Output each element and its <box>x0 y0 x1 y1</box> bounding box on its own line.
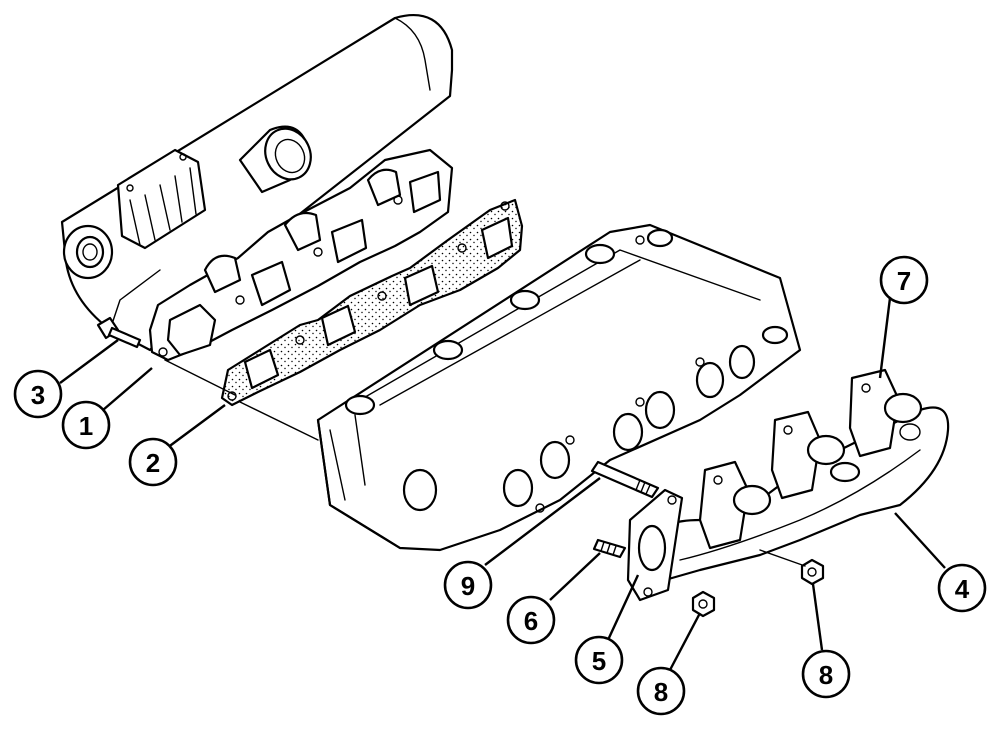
callout-6: 6 <box>506 595 556 645</box>
callout-5-label: 5 <box>592 646 606 676</box>
callout-8a-label: 8 <box>654 677 668 707</box>
callout-1-label: 1 <box>79 411 93 441</box>
callout-9-label: 9 <box>461 571 475 601</box>
callout-4-label: 4 <box>955 574 970 604</box>
nut-8-right <box>800 558 825 586</box>
manifold-flange <box>148 148 454 362</box>
callout-3: 3 <box>13 369 63 419</box>
alignment-lines <box>164 359 806 567</box>
nut-8-left <box>691 590 716 618</box>
intake-manifold-housing <box>60 14 454 352</box>
callout-8a: 8 <box>636 666 686 716</box>
callout-2-label: 2 <box>146 448 160 478</box>
callout-2: 2 <box>128 437 178 487</box>
manifold-gasket <box>220 198 524 407</box>
callout-7: 7 <box>879 255 929 305</box>
callout-5: 5 <box>574 635 624 685</box>
callout-4: 4 <box>937 563 987 613</box>
callout-8b: 8 <box>801 649 851 699</box>
callout-3-label: 3 <box>31 380 45 410</box>
exhaust-manifold <box>626 368 950 602</box>
stud-6 <box>592 538 627 559</box>
callout-8b-label: 8 <box>819 660 833 690</box>
callout-7-label: 7 <box>897 266 911 296</box>
leader-lines <box>59 297 946 671</box>
bolt-3 <box>96 316 142 349</box>
stud-9 <box>590 460 660 499</box>
cylinder-head <box>316 223 802 552</box>
callout-6-label: 6 <box>524 606 538 636</box>
callout-9: 9 <box>443 560 493 610</box>
callout-1: 1 <box>61 400 111 450</box>
